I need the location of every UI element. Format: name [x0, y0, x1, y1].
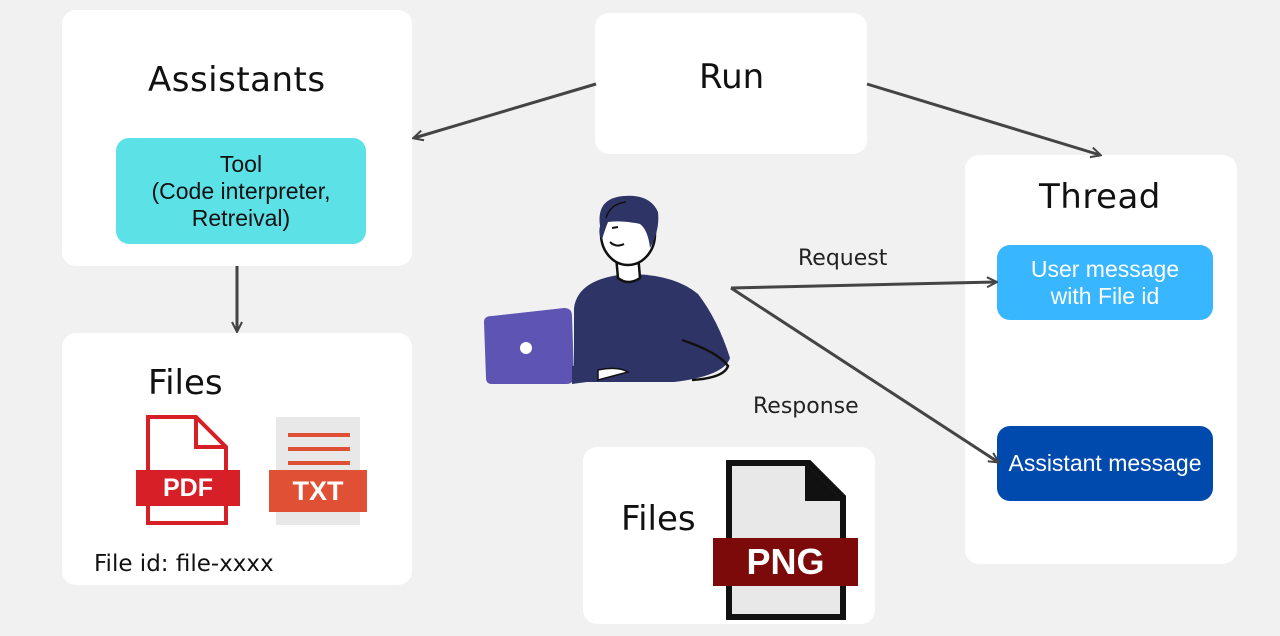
user-message-text: User message with File id — [1030, 255, 1180, 309]
file-id-text: File id: file-xxxx — [94, 551, 274, 577]
arrow-run-to-assistants — [414, 82, 597, 138]
assistant-message-text: Assistant message — [1008, 450, 1202, 476]
files-title: Files — [148, 363, 223, 403]
files-png-title: Files — [621, 499, 696, 539]
pdf-badge: PDF — [136, 470, 240, 506]
thread-title: Thread — [1039, 177, 1161, 217]
tool-text: Tool (Code interpreter, Retreival) — [151, 150, 331, 231]
files-png-card: Files PNG — [583, 447, 875, 624]
txt-badge: TXT — [269, 470, 367, 512]
tool-box: Tool (Code interpreter, Retreival) — [116, 138, 366, 244]
user-message-box: User message with File id — [997, 245, 1213, 320]
txt-label: TXT — [292, 475, 344, 506]
pdf-label: PDF — [163, 473, 213, 502]
assistants-card: Assistants Tool (Code interpreter, Retre… — [62, 10, 412, 266]
person-laptop-illustration — [484, 195, 730, 384]
request-label: Request — [798, 246, 888, 271]
run-card: Run — [595, 13, 867, 154]
thread-card: Thread User message with File id Assista… — [965, 155, 1237, 564]
run-title: Run — [699, 57, 765, 97]
png-label: PNG — [746, 541, 825, 582]
assistant-message-box: Assistant message — [997, 426, 1213, 501]
files-card: Files PDF TXT File id: file-xxxx — [62, 333, 412, 585]
response-label: Response — [753, 394, 859, 419]
png-badge: PNG — [713, 538, 858, 586]
arrow-run-to-thread — [866, 82, 1100, 155]
arrow-response — [730, 286, 998, 462]
arrow-request — [730, 282, 996, 290]
assistants-title: Assistants — [148, 60, 326, 100]
